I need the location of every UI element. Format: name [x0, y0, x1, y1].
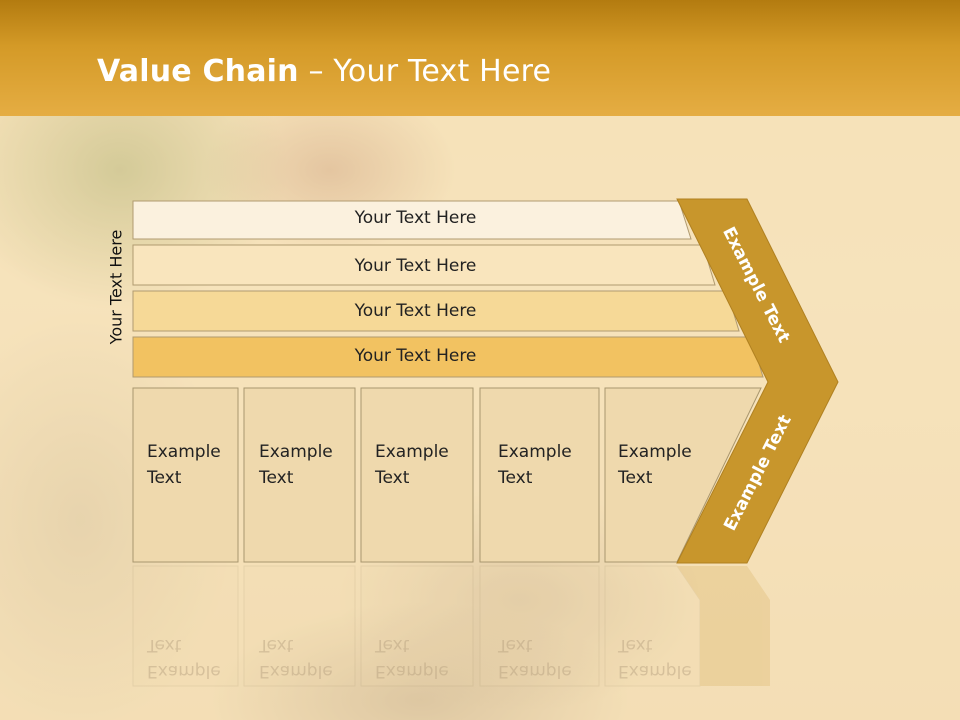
- reflection-arrow: [677, 566, 770, 686]
- title-bold: Value Chain: [97, 54, 299, 89]
- bar-1: [132, 200, 692, 240]
- column-1-label: Example Text: [147, 442, 221, 488]
- column-3: [360, 387, 474, 563]
- margin-chevron: [676, 198, 839, 564]
- title-bar: [0, 0, 960, 116]
- column-4: [479, 387, 600, 563]
- reflection-column-3: [360, 565, 474, 687]
- column-3-label: Example Text: [375, 442, 449, 488]
- bar-4: [132, 336, 764, 378]
- bar-3-label: Your Text Here: [354, 301, 477, 321]
- title-rest: – Your Text Here: [298, 54, 552, 89]
- reflection-column-5: [604, 565, 701, 687]
- reflection-column-2: [243, 565, 356, 687]
- column-5-label: Example Text: [618, 442, 692, 488]
- column-4-label: Example Text: [498, 442, 572, 488]
- column-2-label: Example Text: [259, 442, 333, 488]
- bar-2: [132, 244, 716, 286]
- column-2: [243, 387, 356, 563]
- bar-2-label: Your Text Here: [354, 256, 477, 276]
- bar-1-label: Your Text Here: [354, 208, 477, 228]
- reflection-column-4: [479, 565, 600, 687]
- reflection-column-1: [132, 565, 239, 687]
- reflection-shapes: [132, 565, 770, 687]
- bar-3: [132, 290, 740, 332]
- side-label: Your Text Here: [106, 229, 126, 345]
- column-1: [132, 387, 239, 563]
- slide-title: Value Chain – Your Text Here: [97, 54, 551, 89]
- bar-4-label: Your Text Here: [354, 346, 477, 366]
